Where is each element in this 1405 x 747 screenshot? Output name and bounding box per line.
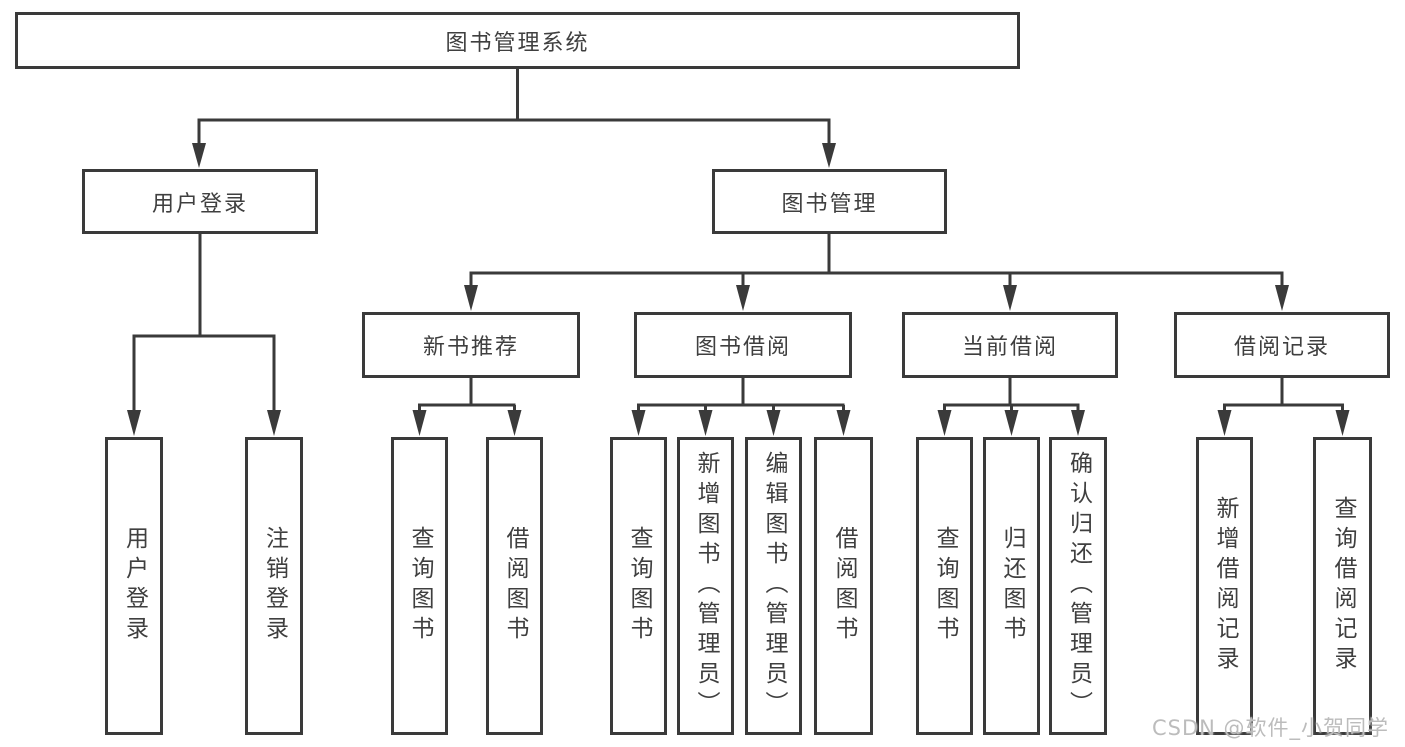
arrow-icon [1003, 285, 1017, 311]
arrow-icon [1275, 285, 1289, 311]
connector-borrow-record-children [1223, 378, 1344, 414]
arrow-icon [192, 143, 206, 168]
arrow-icon [1217, 410, 1232, 436]
node-book-borrow: 图书借阅 [634, 312, 852, 378]
node-user-login: 用户登录 [82, 169, 318, 234]
node-borrow-records: 借阅记录 [1174, 312, 1390, 378]
connector-book-management-children [469, 234, 1284, 289]
connector-user-login-children [132, 234, 276, 414]
arrow-icon [1004, 410, 1019, 436]
node-current-borrow: 当前借阅 [902, 312, 1118, 378]
leaf-user-login: 用户登录 [105, 437, 163, 735]
arrow-icon [836, 410, 851, 436]
connector-new-book-children [418, 378, 516, 414]
leaf-query-books-current: 查询图书 [916, 437, 973, 735]
leaf-edit-books-admin: 编辑图书（管理员） [745, 437, 802, 735]
arrow-icon [412, 410, 427, 436]
node-new-book-recommend: 新书推荐 [362, 312, 580, 378]
arrow-icon [1071, 410, 1085, 436]
arrow-icon [464, 285, 478, 311]
leaf-borrow-books-recommend: 借阅图书 [486, 437, 543, 735]
arrow-icon [766, 410, 781, 436]
leaf-logout: 注销登录 [245, 437, 303, 735]
arrow-icon [127, 410, 141, 436]
connector-current-borrow-children [943, 378, 1080, 414]
leaf-query-books-recommend: 查询图书 [391, 437, 448, 735]
arrow-icon [507, 410, 522, 436]
connector-root-to-level2 [197, 68, 831, 146]
connector-book-borrow-children [637, 378, 845, 414]
csdn-watermark: CSDN @软件_小贺同学 [1152, 716, 1390, 740]
node-book-management: 图书管理 [712, 169, 947, 234]
leaf-confirm-return-admin: 确认归还（管理员） [1049, 437, 1107, 735]
leaf-query-books-borrow: 查询图书 [610, 437, 667, 735]
arrow-icon [822, 143, 836, 168]
arrow-icon [937, 410, 952, 436]
node-root-system: 图书管理系统 [15, 12, 1020, 69]
arrow-icon [736, 285, 750, 311]
arrow-icon [1335, 410, 1350, 436]
leaf-add-books-admin: 新增图书（管理员） [677, 437, 734, 735]
leaf-borrow-books: 借阅图书 [814, 437, 873, 735]
leaf-query-borrow-record: 查询借阅记录 [1313, 437, 1372, 735]
arrow-icon [698, 410, 713, 436]
leaf-add-borrow-record: 新增借阅记录 [1196, 437, 1253, 735]
arrow-icon [631, 410, 646, 436]
leaf-return-books: 归还图书 [983, 437, 1040, 735]
arrow-icon [267, 410, 281, 436]
